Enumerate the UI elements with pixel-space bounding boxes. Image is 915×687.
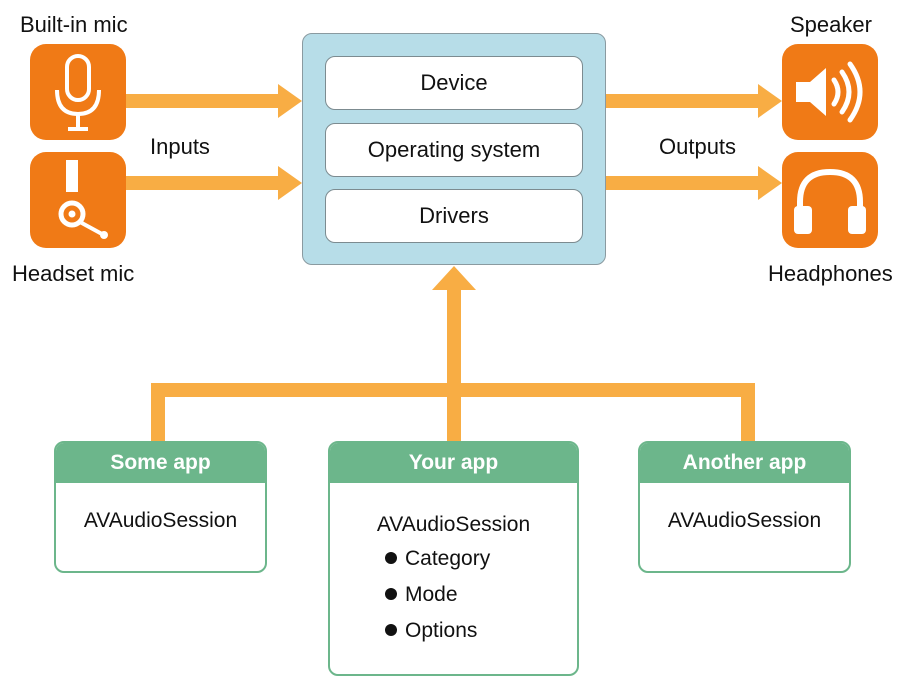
- arrowhead-speaker: [758, 84, 782, 118]
- app-session-label: AVAudioSession: [83, 509, 238, 532]
- arrowhead-headset-mic: [278, 166, 302, 200]
- arrow-system-to-headphones: [606, 176, 760, 190]
- arrow-system-to-speaker: [606, 94, 760, 108]
- layer-operating-system: Operating system: [325, 123, 583, 177]
- inputs-caption: Inputs: [150, 134, 210, 159]
- connector-some-app: [151, 383, 165, 443]
- app-session-label: AVAudioSession: [376, 513, 531, 536]
- microphone-icon: [55, 54, 101, 131]
- builtin-mic-label: Built-in mic: [20, 12, 128, 37]
- headphones-tile: [782, 152, 878, 248]
- app-title: Another app: [640, 443, 849, 483]
- arrowhead-headphones: [758, 166, 782, 200]
- arrowhead-to-system: [432, 266, 476, 290]
- setting-label: Options: [405, 619, 478, 642]
- headphones-icon: [794, 168, 866, 234]
- system-stack: Device Operating system Drivers: [302, 33, 606, 265]
- bullet-icon: [385, 552, 397, 564]
- app-card-some-app: Some app AVAudioSession: [54, 441, 267, 573]
- builtin-mic-tile: [30, 44, 126, 140]
- session-settings-list: Category Mode Options: [385, 541, 577, 649]
- outputs-caption: Outputs: [659, 134, 737, 159]
- speaker-icon: [796, 61, 863, 123]
- list-item: Category: [385, 541, 577, 577]
- setting-label: Category: [405, 547, 491, 570]
- headset-mic-tile: [30, 152, 126, 248]
- layer-device: Device: [325, 56, 583, 110]
- list-item: Options: [385, 613, 577, 649]
- arrow-headset-mic-to-system: [126, 176, 280, 190]
- app-session-label: AVAudioSession: [667, 509, 822, 532]
- setting-label: Mode: [405, 583, 458, 606]
- arrow-builtin-mic-to-system: [126, 94, 280, 108]
- arrowhead-builtin-mic: [278, 84, 302, 118]
- bullet-icon: [385, 588, 397, 600]
- bullet-icon: [385, 624, 397, 636]
- speaker-tile: [782, 44, 878, 140]
- headset-mic-icon: [58, 160, 108, 239]
- list-item: Mode: [385, 577, 577, 613]
- headphones-label: Headphones: [768, 261, 893, 286]
- app-card-your-app: Your app AVAudioSession Category Mode Op…: [328, 441, 579, 676]
- connector-your-app: [447, 288, 461, 443]
- speaker-label: Speaker: [790, 12, 872, 37]
- app-card-another-app: Another app AVAudioSession: [638, 441, 851, 573]
- app-title: Your app: [330, 443, 577, 483]
- layer-drivers: Drivers: [325, 189, 583, 243]
- app-title: Some app: [56, 443, 265, 483]
- headset-mic-label: Headset mic: [12, 261, 135, 286]
- connector-another-app: [741, 383, 755, 443]
